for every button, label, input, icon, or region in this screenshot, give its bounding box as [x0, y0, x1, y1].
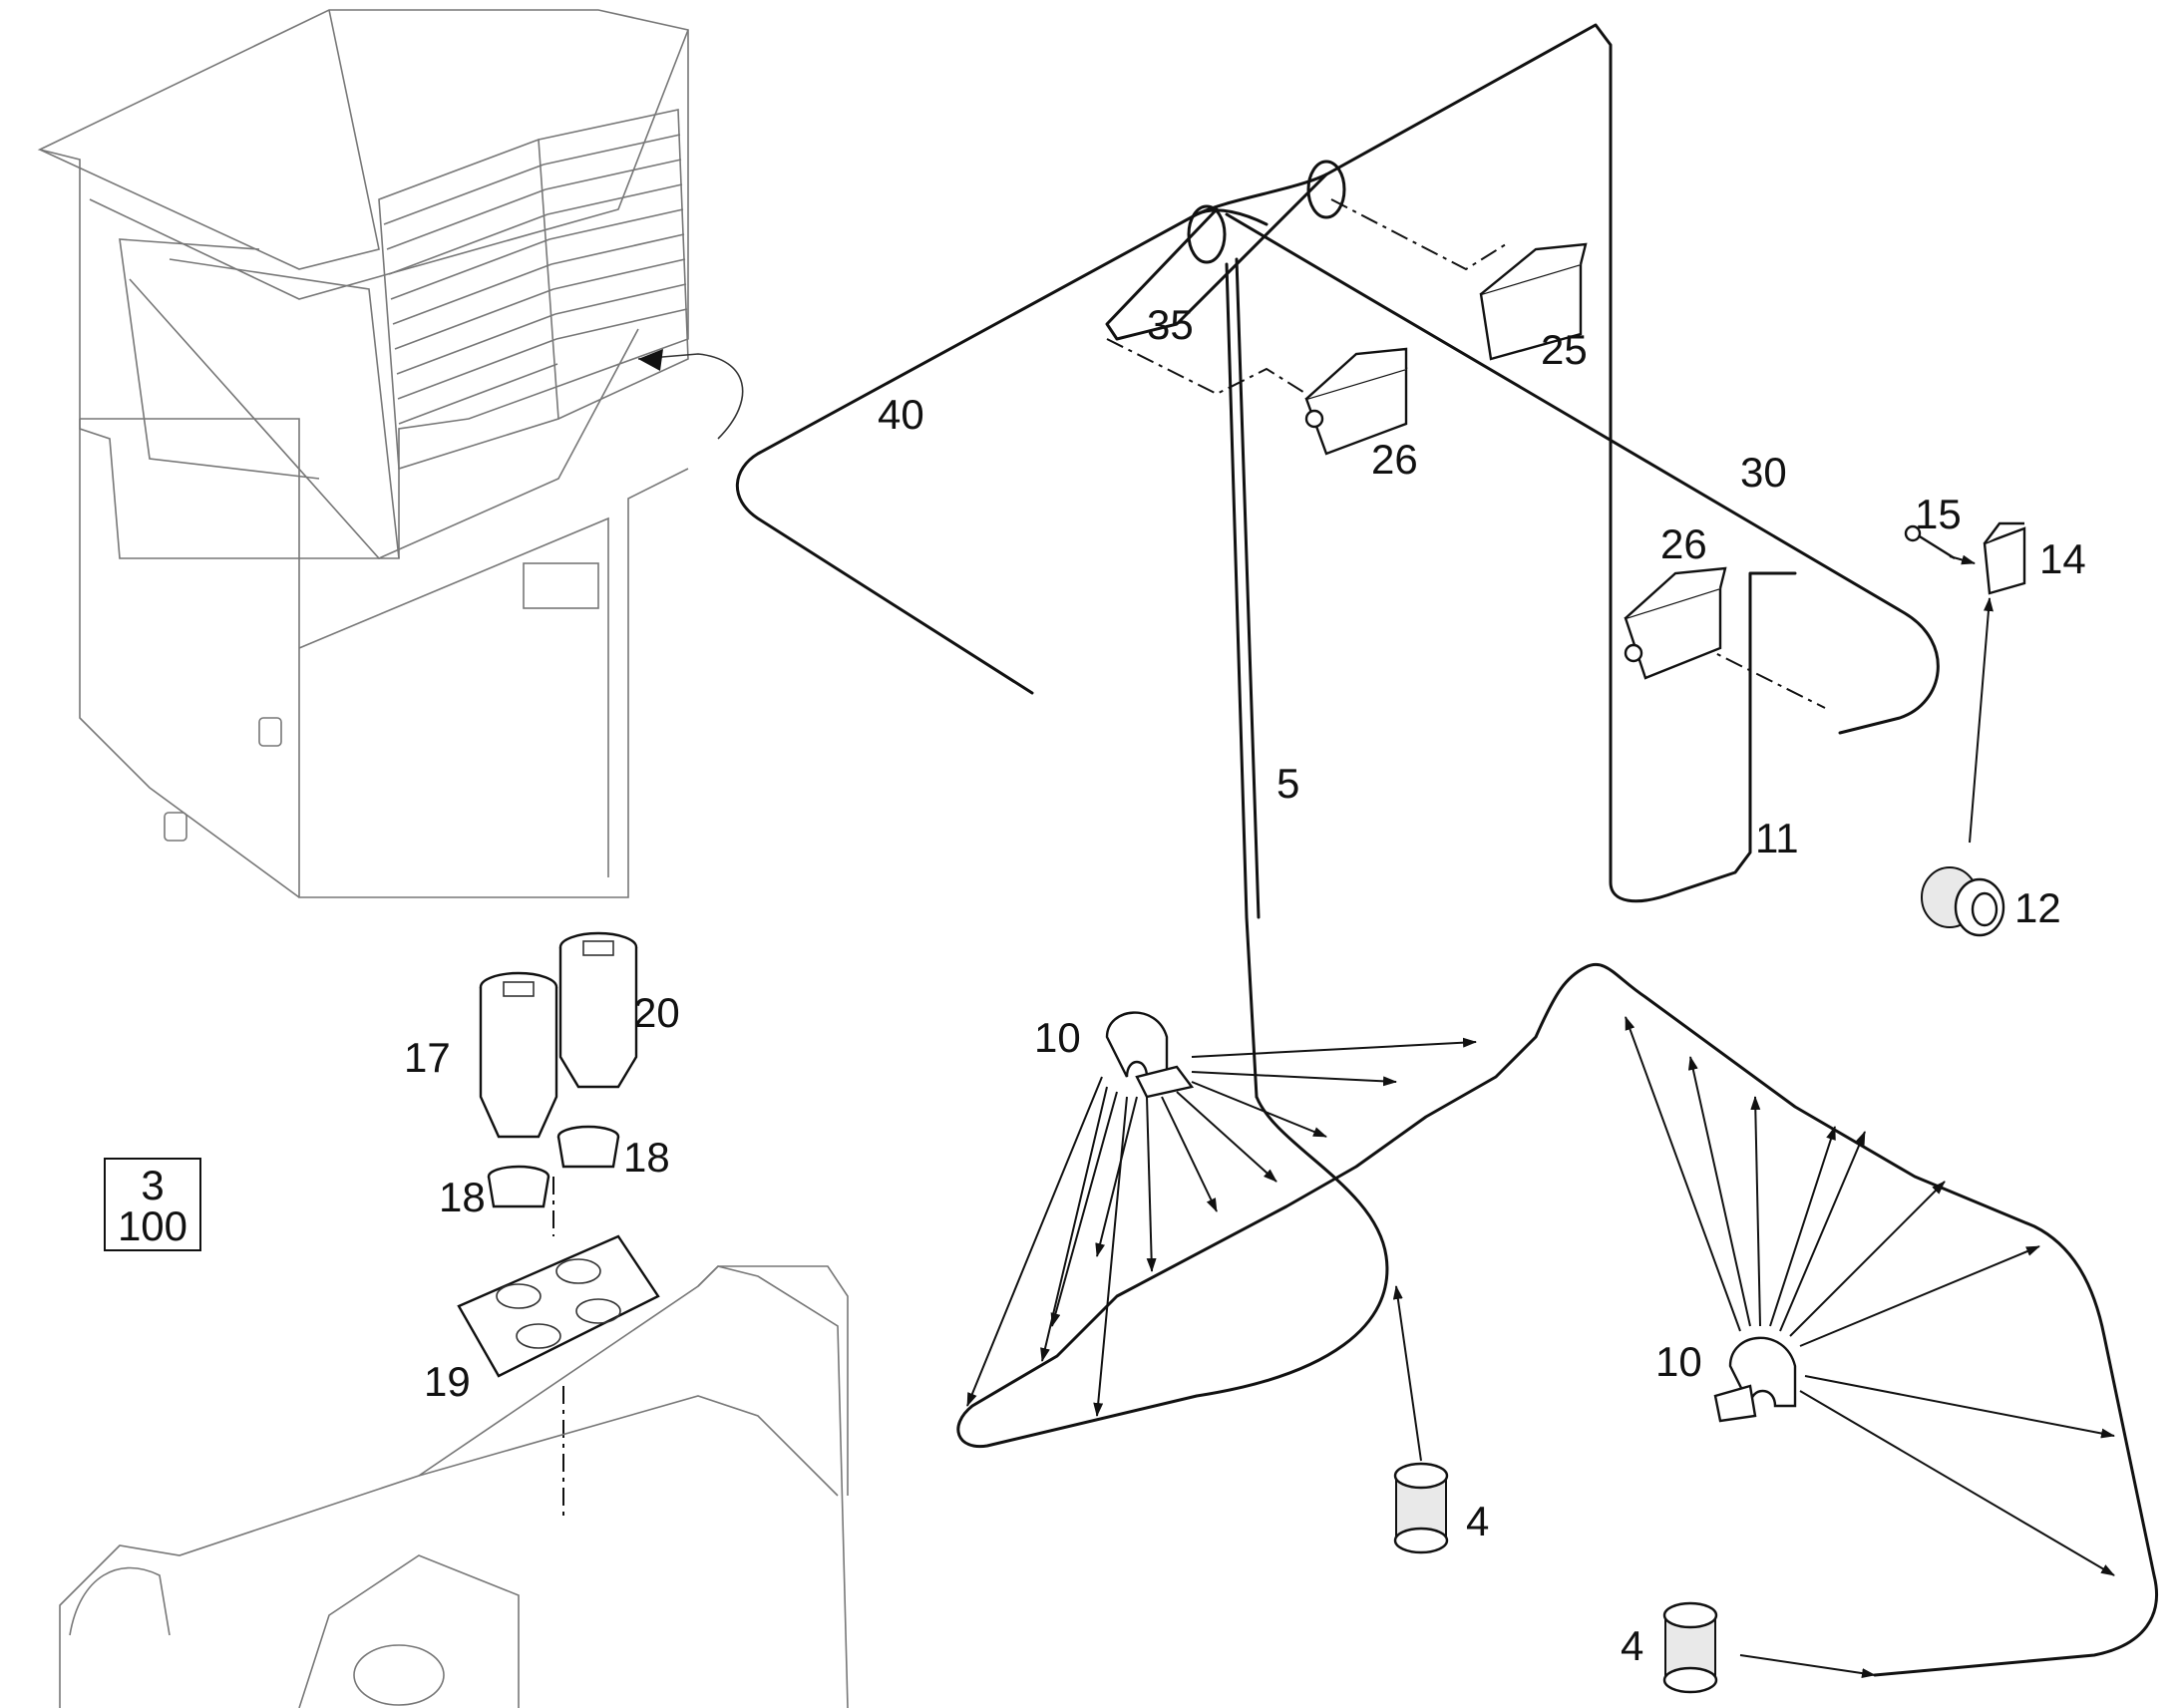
wiring-harness-35 [1105, 160, 1346, 1099]
callout-4-upper: 4 [1466, 1498, 1489, 1544]
switch-panel-19 [457, 1234, 660, 1378]
cab-assembly-illustration [37, 9, 744, 898]
reference-box-line2: 100 [118, 1202, 187, 1249]
callout-10-left: 10 [1034, 1014, 1081, 1061]
connector-14 [1983, 521, 2026, 595]
callout-26-lower: 26 [1660, 520, 1707, 567]
screw-15 [1904, 524, 1956, 560]
callout-19: 19 [424, 1358, 471, 1405]
blank-cap-18-left [487, 1165, 550, 1208]
reference-box: 3 100 [104, 1158, 201, 1251]
callout-5: 5 [1276, 760, 1299, 807]
callout-11: 11 [1755, 815, 1799, 861]
leader-4-upper [1392, 1285, 1422, 1462]
switch-20 [558, 931, 638, 1089]
leader-35-to-26 [1106, 338, 1307, 396]
grommet-12 [1921, 866, 2005, 937]
callout-14: 14 [2039, 535, 2086, 582]
switch-17 [479, 971, 558, 1139]
callout-25: 25 [1541, 326, 1588, 373]
callout-18-left: 18 [439, 1174, 486, 1220]
leader-12 [1969, 597, 1994, 844]
callout-15: 15 [1915, 491, 1962, 537]
callout-30: 30 [1740, 449, 1787, 496]
wiring-harness-5 [956, 962, 2158, 1677]
leader-4-lower [1739, 1654, 1876, 1679]
callout-18-right: 18 [623, 1134, 670, 1181]
console-illustration [59, 1265, 849, 1708]
module-26-upper [1304, 347, 1408, 456]
grommet-4-upper [1393, 1462, 1449, 1554]
clip-10-left [1105, 1011, 1195, 1099]
clip-10-right-arrows [1625, 1016, 2115, 1576]
clip-10-left-arrows [966, 1037, 1477, 1417]
module-25 [1479, 242, 1588, 361]
leader-to-25 [1330, 198, 1507, 271]
callout-35: 35 [1147, 301, 1194, 348]
callout-20: 20 [633, 989, 680, 1036]
grommet-4-lower [1662, 1601, 1718, 1694]
blank-cap-18-right [556, 1125, 620, 1169]
callout-4-lower: 4 [1621, 1622, 1643, 1669]
module-26-lower [1624, 566, 1727, 680]
callout-10-right: 10 [1655, 1338, 1702, 1385]
callout-26-upper: 26 [1371, 436, 1418, 483]
leader-15 [1949, 554, 1976, 565]
leader-to-26b [1664, 627, 1826, 709]
callout-17: 17 [404, 1034, 451, 1081]
wiring-harness-40 [735, 172, 1328, 695]
reference-box-line1: 3 [141, 1162, 164, 1208]
callout-12: 12 [2014, 884, 2061, 931]
clip-10-right [1713, 1336, 1797, 1423]
callout-40: 40 [878, 391, 924, 438]
wiring-harness-30 [1225, 23, 1940, 903]
